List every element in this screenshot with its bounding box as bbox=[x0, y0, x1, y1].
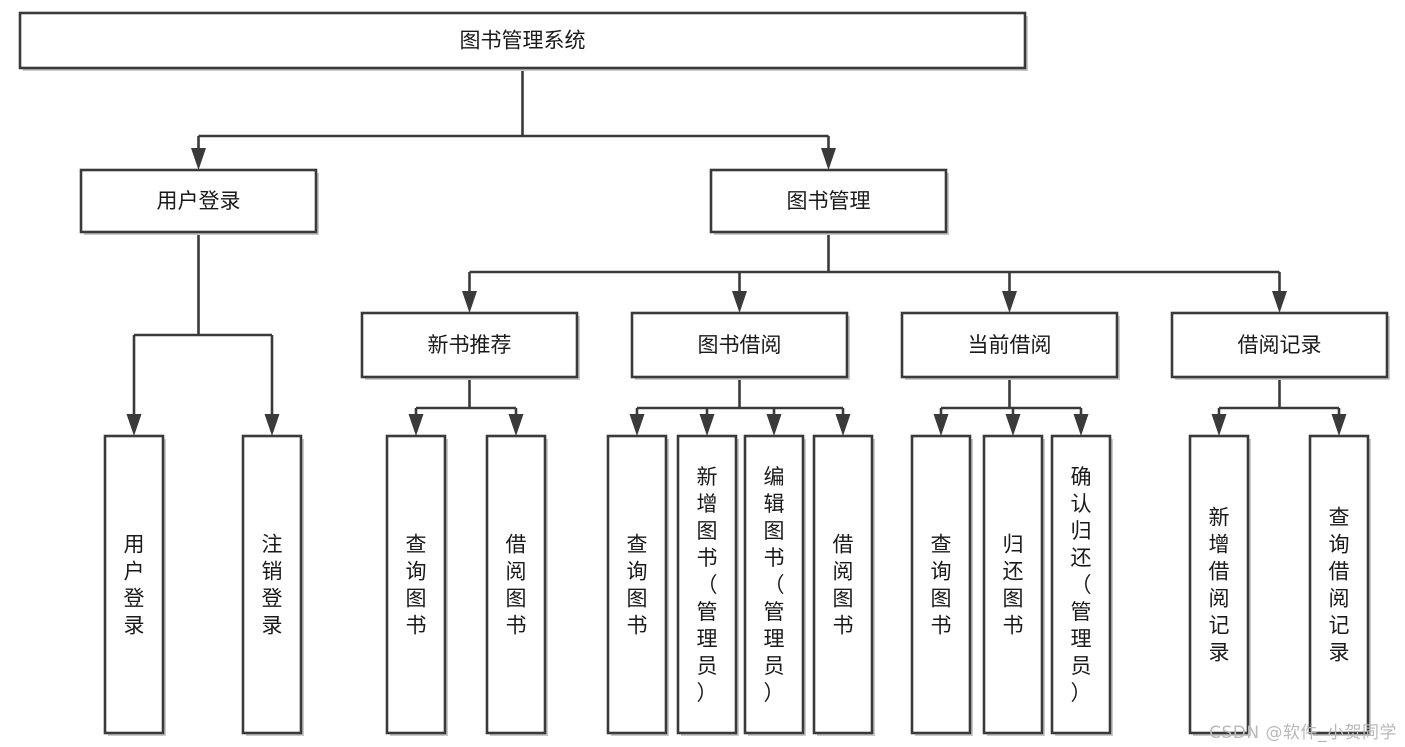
node-label: 归还图书 bbox=[1003, 533, 1024, 638]
node-label: 新书推荐 bbox=[428, 333, 512, 357]
node-label: 图书管理 bbox=[787, 189, 871, 213]
node-label: 新增借阅记录 bbox=[1209, 506, 1230, 665]
node-l2-book-manage[interactable]: 图书管理 bbox=[709, 168, 949, 235]
node-label: 用户登录 bbox=[124, 533, 145, 638]
node-label: 图书借阅 bbox=[698, 333, 782, 357]
node-leaf-add-book[interactable]: 新增图书（管理员） bbox=[676, 434, 739, 736]
node-label: 编辑图书（管理员） bbox=[764, 465, 785, 705]
node-l3-new-book-rec[interactable]: 新书推荐 bbox=[360, 311, 580, 380]
node-label: 新增图书（管理员） bbox=[697, 465, 718, 705]
node-label: 查询图书 bbox=[406, 533, 427, 638]
node-label: 借阅图书 bbox=[506, 533, 527, 638]
node-layer: 图书管理系统用户登录图书管理新书推荐图书借阅当前借阅借阅记录用户登录注销登录查询… bbox=[18, 11, 1390, 736]
node-leaf-logout[interactable]: 注销登录 bbox=[241, 434, 304, 736]
node-label: 查询图书 bbox=[931, 533, 952, 638]
node-leaf-confirm-return[interactable]: 确认归还（管理员） bbox=[1050, 434, 1113, 736]
node-leaf-query-book-c[interactable]: 查询图书 bbox=[910, 434, 973, 736]
node-leaf-query-book-a[interactable]: 查询图书 bbox=[385, 434, 448, 736]
node-l3-current-borrow[interactable]: 当前借阅 bbox=[900, 311, 1120, 380]
node-leaf-user-login[interactable]: 用户登录 bbox=[103, 434, 166, 736]
node-leaf-add-record[interactable]: 新增借阅记录 bbox=[1188, 434, 1251, 736]
node-label: 图书管理系统 bbox=[460, 29, 586, 53]
node-label: 用户登录 bbox=[157, 189, 241, 213]
connector-layer bbox=[126, 68, 1347, 436]
node-root[interactable]: 图书管理系统 bbox=[18, 11, 1028, 71]
node-leaf-query-book-b[interactable]: 查询图书 bbox=[606, 434, 669, 736]
node-l3-book-borrow[interactable]: 图书借阅 bbox=[630, 311, 850, 380]
node-label: 借阅记录 bbox=[1238, 333, 1322, 357]
node-label: 确认归还（管理员） bbox=[1071, 465, 1092, 705]
node-leaf-query-record[interactable]: 查询借阅记录 bbox=[1308, 434, 1371, 736]
node-label: 查询借阅记录 bbox=[1329, 506, 1350, 665]
node-leaf-borrow-book-b[interactable]: 借阅图书 bbox=[812, 434, 875, 736]
node-l3-borrow-record[interactable]: 借阅记录 bbox=[1170, 311, 1390, 380]
node-label: 查询图书 bbox=[627, 533, 648, 638]
node-label: 当前借阅 bbox=[968, 333, 1052, 357]
node-label: 借阅图书 bbox=[833, 533, 854, 638]
node-l2-user-login[interactable]: 用户登录 bbox=[79, 168, 319, 235]
node-leaf-borrow-book-a[interactable]: 借阅图书 bbox=[485, 434, 548, 736]
node-leaf-return-book[interactable]: 归还图书 bbox=[982, 434, 1045, 736]
node-label: 注销登录 bbox=[262, 533, 283, 638]
node-leaf-edit-book[interactable]: 编辑图书（管理员） bbox=[743, 434, 806, 736]
